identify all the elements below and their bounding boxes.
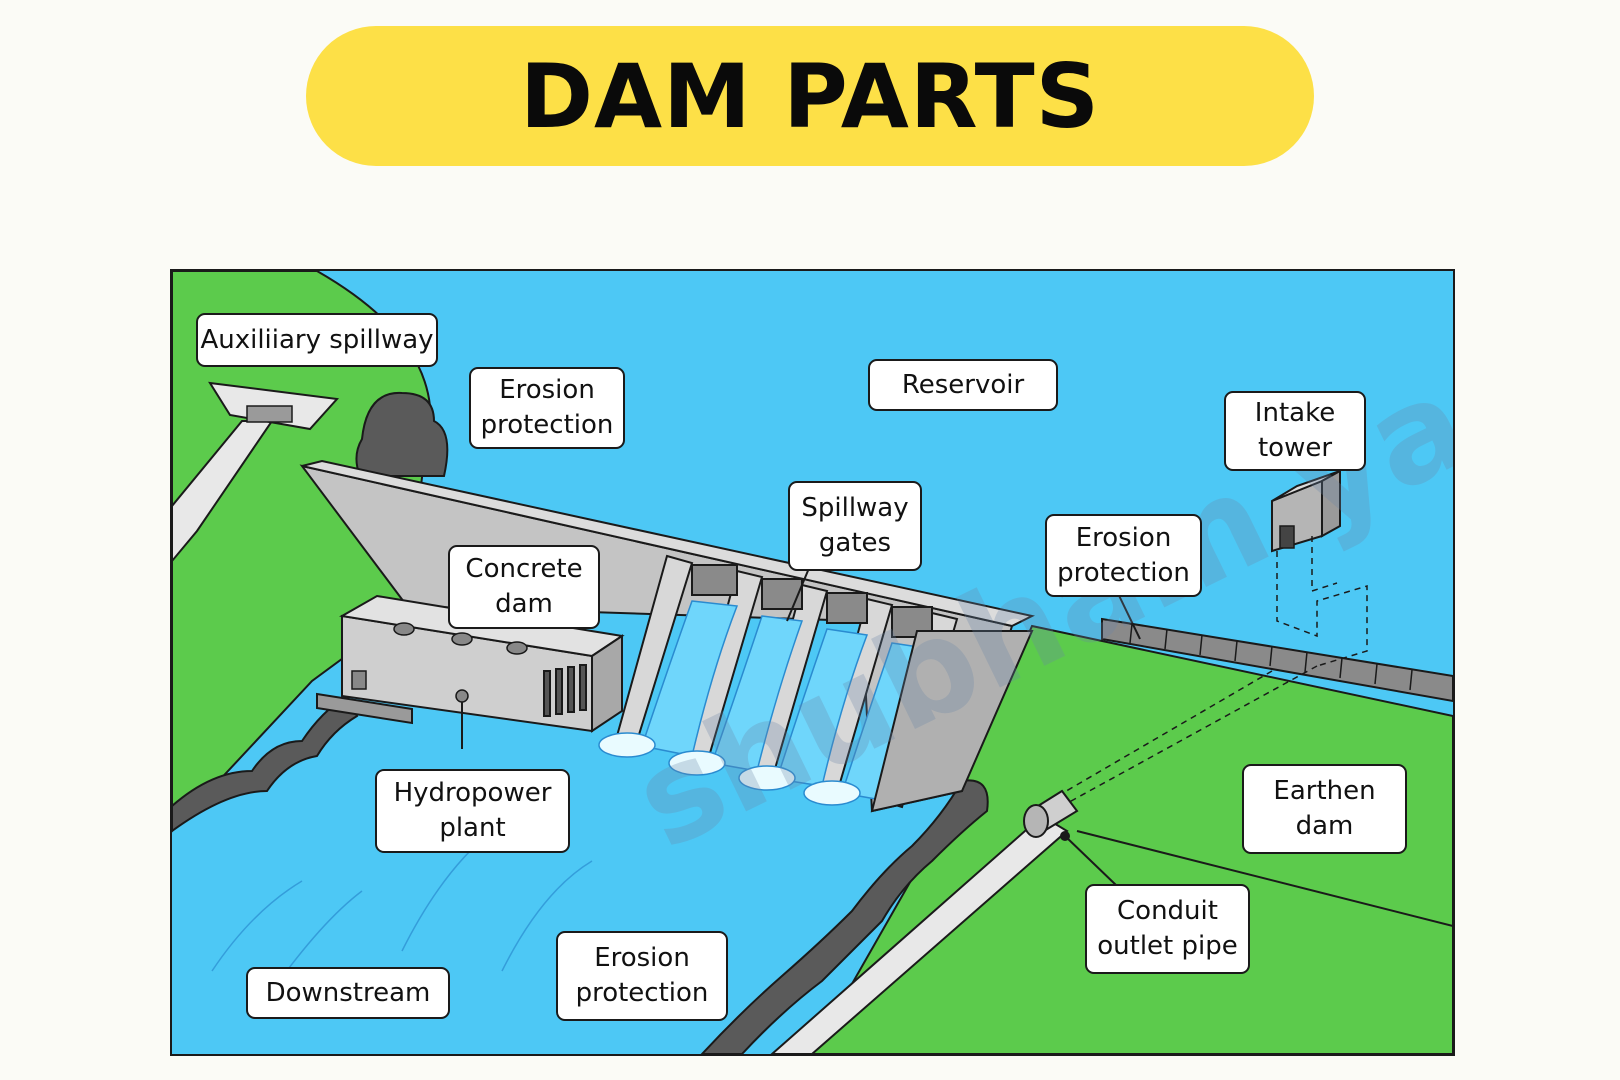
label-downstream: Downstream bbox=[246, 967, 450, 1019]
conduit-path bbox=[1031, 536, 1368, 812]
rock-protection-top bbox=[355, 391, 449, 477]
label-auxiliary-spillway: Auxiliiary spillway bbox=[196, 313, 438, 367]
dam-diagram: shubham yadav Auxiliiary spillway Erosio… bbox=[170, 269, 1455, 1056]
label-concrete-dam: Concrete dam bbox=[448, 545, 600, 629]
label-erosion-protection-right: Erosion protection bbox=[1045, 514, 1202, 597]
label-intake-tower: Intake tower bbox=[1224, 391, 1366, 471]
rock-bank-left bbox=[172, 694, 359, 833]
conduit-channel bbox=[770, 814, 1069, 1054]
rock-bank-right bbox=[700, 779, 989, 1054]
dam-abutment bbox=[870, 630, 1034, 813]
earthen-dam-crest bbox=[1101, 617, 1453, 703]
dam-crest bbox=[301, 459, 1035, 628]
label-hydropower-plant: Hydropower plant bbox=[375, 769, 570, 853]
title-banner: DAM PARTS bbox=[306, 26, 1314, 166]
spillway-splash bbox=[598, 732, 861, 806]
label-erosion-protection-bottom: Erosion protection bbox=[556, 931, 728, 1021]
label-spillway-gates: Spillway gates bbox=[788, 481, 922, 571]
label-conduit-outlet-pipe: Conduit outlet pipe bbox=[1085, 884, 1250, 974]
page-title: DAM PARTS bbox=[519, 44, 1101, 148]
label-reservoir: Reservoir bbox=[868, 359, 1058, 411]
label-erosion-protection-top: Erosion protection bbox=[469, 367, 625, 449]
label-earthen-dam: Earthen dam bbox=[1242, 764, 1407, 854]
dam-scene-illustration bbox=[172, 271, 1453, 1054]
auxiliary-spillway-channel bbox=[172, 420, 274, 563]
